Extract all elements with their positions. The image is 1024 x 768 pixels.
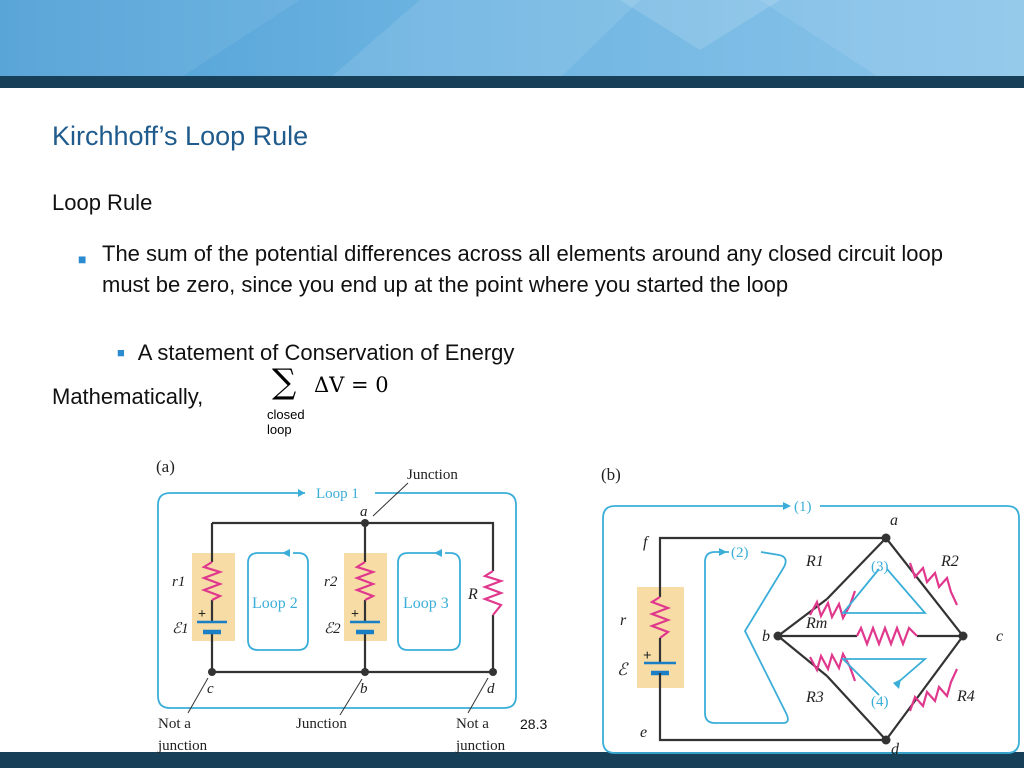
bullet-main-text: The sum of the potential differences acr… xyxy=(102,241,943,297)
node-b-dot xyxy=(361,668,369,676)
loop2-path xyxy=(247,552,309,651)
figure-b-loop3-label: (3) xyxy=(871,559,889,575)
node-c-dot xyxy=(208,668,216,676)
figure-a-loop3-label: Loop 3 xyxy=(403,595,449,612)
resistor-Rm xyxy=(856,624,918,648)
resistor-R4 xyxy=(908,668,958,712)
footer-band xyxy=(0,752,1024,768)
slide-title: Kirchhoff’s Loop Rule xyxy=(52,121,309,151)
figure-a-loop2-label: Loop 2 xyxy=(252,595,298,612)
figure-b-node-f: f xyxy=(643,534,650,551)
resistor-R1 xyxy=(809,590,857,621)
resistor-R xyxy=(481,570,505,616)
node-b-d-dot xyxy=(881,735,891,745)
battery-2-background xyxy=(344,553,387,641)
bullet-main: ■ The sum of the potential differences a… xyxy=(78,238,968,300)
node-b-a-dot xyxy=(881,533,891,543)
loop3-arrow xyxy=(434,549,442,557)
loop1-arrow xyxy=(298,489,305,497)
figure-a-r1-label: r1 xyxy=(172,574,185,590)
resistor-r1 xyxy=(200,561,224,601)
section-heading: Loop Rule xyxy=(52,190,153,215)
not-junction-left-callout xyxy=(187,677,209,714)
slide-number: 28.3 xyxy=(520,716,548,732)
header-banner xyxy=(0,0,1024,78)
figure-a-node-a: a xyxy=(360,504,368,520)
bullet-marker: ■ xyxy=(78,251,87,267)
not-junction-right-callout xyxy=(467,677,489,714)
summation-symbol: ∑ xyxy=(272,362,297,402)
figure-a-junction-bottom: Junction xyxy=(296,716,347,732)
figure-b-loop4-label: (4) xyxy=(871,694,889,710)
figure-a-loop1-label: Loop 1 xyxy=(316,486,359,502)
loop-b2-arrow xyxy=(719,548,727,556)
figure-a-panel-label: (a) xyxy=(156,457,175,476)
figure-a-emf1-label: ℰ1 xyxy=(172,621,189,637)
figure-b-R4-label: R4 xyxy=(956,688,975,705)
figure-b-R2-label: R2 xyxy=(940,553,959,570)
resistor-R2 xyxy=(908,562,958,606)
resistor-r2 xyxy=(353,561,377,601)
battery-1-plus: + xyxy=(198,607,206,622)
battery-b-plus: + xyxy=(643,648,652,664)
loop-b3-path xyxy=(841,568,927,614)
header-facets xyxy=(0,0,1024,78)
circuit-figure-a: (a) Loop 1 + + Loop 2 Loop 3 a b c d r1 … xyxy=(156,457,517,754)
bullet-sub-marker: ■ xyxy=(117,345,125,360)
figure-b-loop2-label: (2) xyxy=(731,545,749,561)
header-rule xyxy=(0,76,1024,88)
formula-subscript-line2: loop xyxy=(267,422,292,437)
figure-a-node-b: b xyxy=(360,681,368,697)
figure-b-Rm-label: Rm xyxy=(805,615,827,632)
loop-b2-path xyxy=(704,551,789,724)
figure-b-node-b: b xyxy=(762,628,770,645)
figure-a-node-c: c xyxy=(207,681,214,697)
figure-a-r2-label: r2 xyxy=(324,574,338,590)
figure-b-r-label: r xyxy=(620,612,627,629)
formula-subscript: closed loop xyxy=(267,407,305,437)
math-lead: Mathematically, xyxy=(52,384,204,409)
loop3-path xyxy=(397,552,461,651)
figure-b-node-e: e xyxy=(640,724,647,741)
node-b-c-dot xyxy=(958,631,968,641)
figure-a-emf2-label: ℰ2 xyxy=(324,621,341,637)
figure-b-panel-label: (b) xyxy=(601,465,621,484)
bullet-sub-text: A statement of Conservation of Energy xyxy=(137,340,515,365)
junction-top-callout xyxy=(372,482,409,517)
resistor-r xyxy=(648,596,672,639)
loop1-path xyxy=(157,492,517,709)
figure-a-junction-top: Junction xyxy=(407,467,458,483)
node-a-dot xyxy=(361,519,369,527)
circuit-figure-b: (b) (1) + (2) (3) (4) a b c d e f R1 R2 … xyxy=(601,465,1020,755)
bullet-sub: ■ A statement of Conservation of Energy xyxy=(117,340,514,366)
figure-b-R3-label: R3 xyxy=(805,689,824,706)
formula-equation: ΔV = 0 xyxy=(314,373,389,397)
figure-b-R1-label: R1 xyxy=(805,553,824,570)
figure-b-node-d: d xyxy=(891,741,900,755)
circuit-a-wires xyxy=(210,521,495,674)
node-b-b-dot xyxy=(773,631,783,641)
figure-a-R-label: R xyxy=(467,586,478,603)
battery-2-plus: + xyxy=(351,607,359,622)
figure-b-node-c: c xyxy=(996,628,1003,645)
figure-b-emf-label: ℰ xyxy=(617,660,629,679)
figure-a-node-d: d xyxy=(487,681,495,697)
figure-b-node-a: a xyxy=(890,512,898,529)
formula-subscript-line1: closed xyxy=(267,407,305,422)
resistor-R3 xyxy=(809,651,857,682)
figure-b-loop1-label: (1) xyxy=(794,499,812,515)
loop-b4-arrow xyxy=(893,679,901,689)
loop-b1-arrow xyxy=(783,502,791,510)
loop2-arrow xyxy=(282,549,290,557)
battery-1-background xyxy=(192,553,235,641)
loop-b4-path xyxy=(840,658,928,696)
junction-bottom-callout xyxy=(339,678,363,716)
loop-b1-path xyxy=(602,505,1020,754)
node-d-dot xyxy=(489,668,497,676)
